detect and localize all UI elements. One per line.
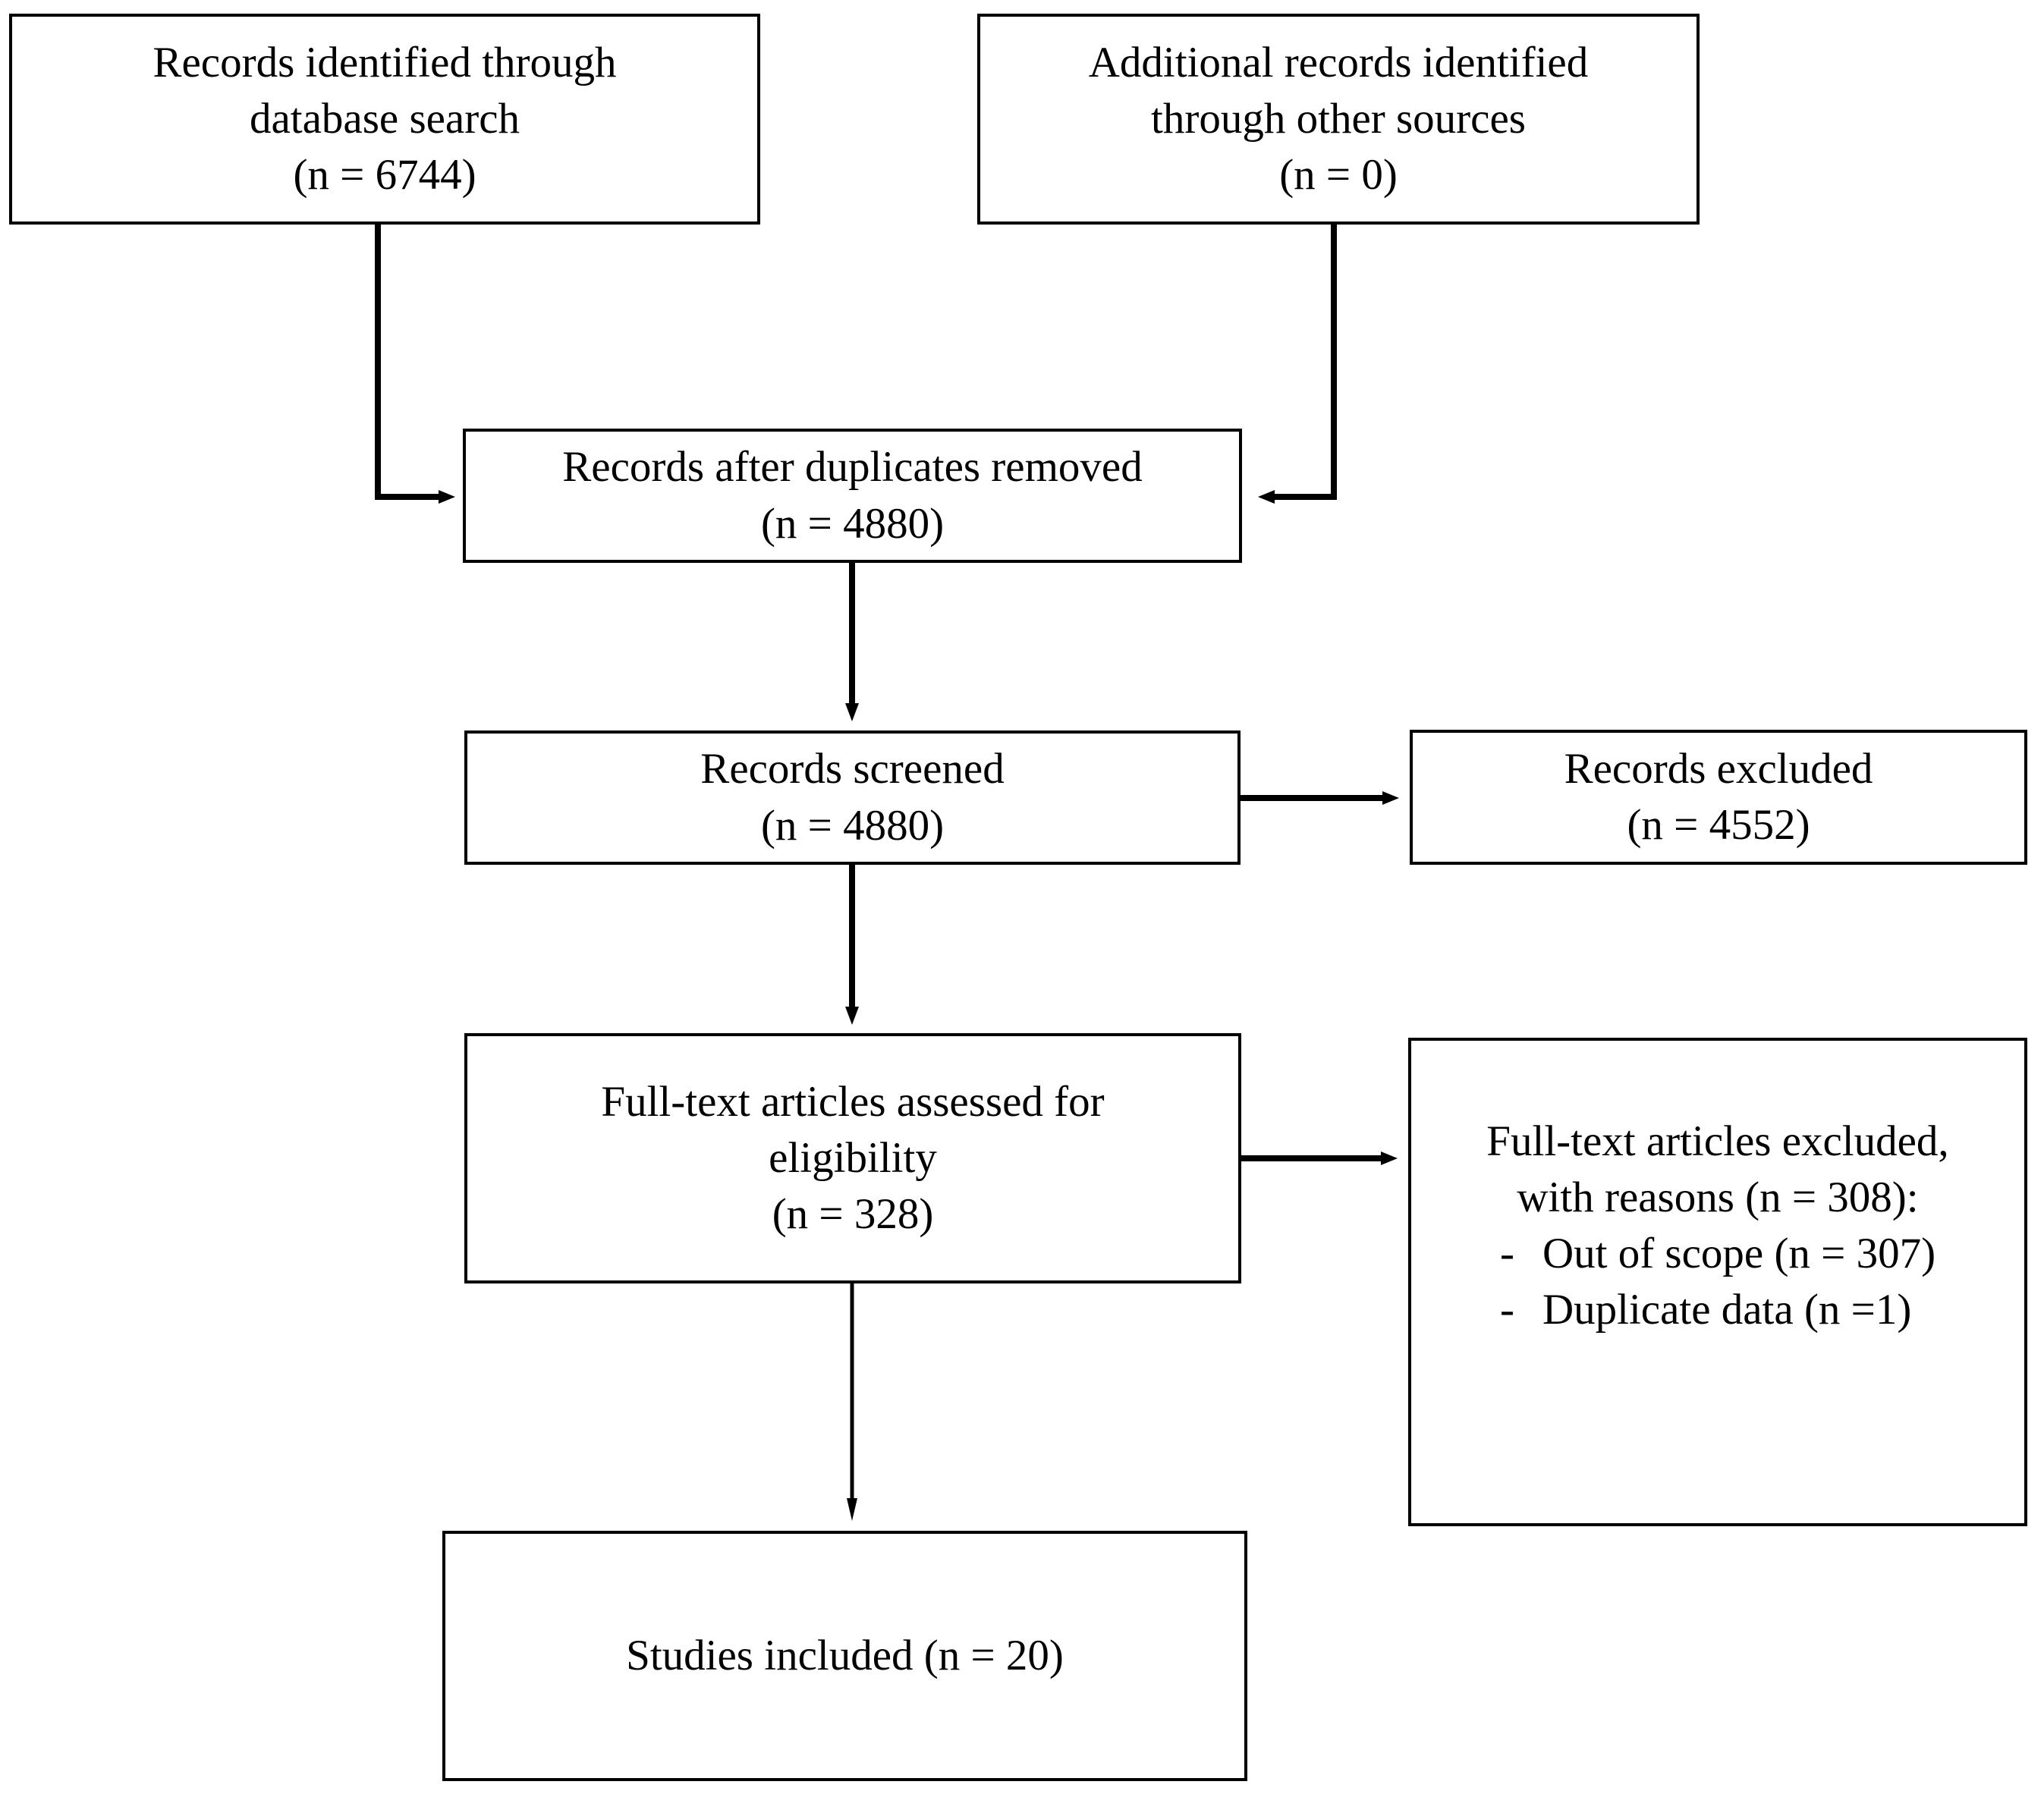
box-line: Records after duplicates removed <box>562 443 1143 492</box>
box-additional-records-other-sources: Additional records identified through ot… <box>977 14 1700 225</box>
box-count: (n = 6744) <box>293 151 476 200</box>
list-item: - Out of scope (n = 307) <box>1500 1226 1936 1282</box>
box-line: eligibility <box>769 1133 937 1182</box>
list-item: - Duplicate data (n =1) <box>1500 1282 1936 1338</box>
box-count: with reasons (n = 308): <box>1517 1173 1919 1222</box>
box-records-excluded: Records excluded (n = 4552) <box>1410 730 2027 865</box>
box-count: (n = 328) <box>772 1190 934 1239</box>
box-records-identified-database-search: Records identified through database sear… <box>9 14 760 225</box>
box-records-screened: Records screened (n = 4880) <box>464 730 1241 865</box>
box-count: (n = 4880) <box>760 499 945 548</box>
dash-bullet: - <box>1499 1286 1514 1334</box>
box-line: Records identified through <box>153 38 617 86</box>
box-count: (n = 4880) <box>760 801 945 850</box>
box-records-after-duplicates-removed: Records after duplicates removed (n = 48… <box>463 429 1242 563</box>
box-line: Additional records identified <box>1088 38 1589 86</box>
reason-text: Out of scope (n = 307) <box>1542 1230 1936 1278</box>
exclusion-reason-list: - Out of scope (n = 307) - Duplicate dat… <box>1500 1226 1936 1338</box>
box-line: Full-text articles excluded, <box>1486 1117 1949 1165</box>
box-line: Records screened <box>700 745 1005 793</box>
box-line: database search <box>249 94 520 143</box>
dash-bullet: - <box>1499 1230 1514 1278</box>
reason-text: Duplicate data (n =1) <box>1542 1286 1912 1334</box>
box-count: (n = 0) <box>1279 151 1398 200</box>
box-count: Studies included (n = 20) <box>626 1631 1064 1679</box>
box-studies-included: Studies included (n = 20) <box>442 1531 1247 1781</box>
connector-db-search-to-dedup <box>375 225 455 504</box>
box-count: (n = 4552) <box>1627 801 1810 849</box>
box-line: Records excluded <box>1564 744 1873 793</box>
box-fulltext-articles-excluded: Full-text articles excluded, with reason… <box>1408 1038 2027 1526</box>
connector-other-sources-to-dedup <box>1258 225 1337 504</box>
box-line: through other sources <box>1151 94 1526 143</box>
box-line: Full-text articles assessed for <box>601 1077 1105 1126</box>
box-fulltext-articles-assessed: Full-text articles assessed for eligibil… <box>464 1033 1241 1283</box>
